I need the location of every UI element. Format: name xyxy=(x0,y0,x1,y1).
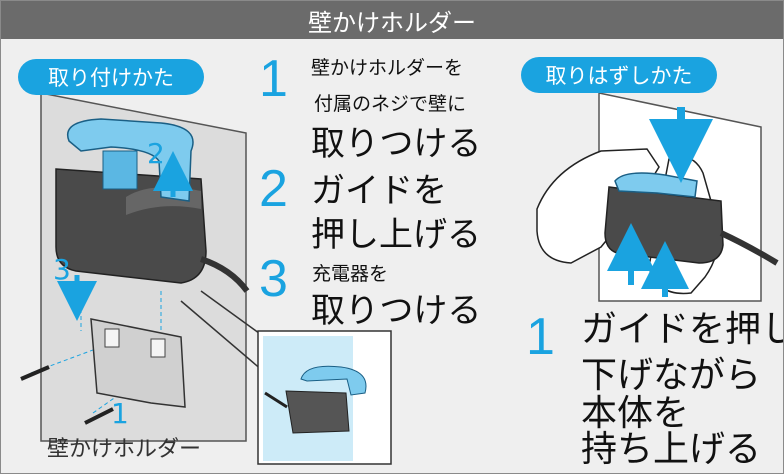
zoom-detail xyxy=(257,330,392,465)
step-1-line-3: 取りつける xyxy=(311,124,482,164)
screw xyxy=(84,407,114,425)
figure-caption: 壁かけホルダー xyxy=(47,437,202,462)
step-number: 2 xyxy=(259,160,288,218)
step-2-line-2: 押し上げる xyxy=(311,215,481,255)
step-3-line-1: 充電器を xyxy=(312,263,389,285)
remove-line-2: 下げながら xyxy=(581,355,762,396)
step-1-line-1: 壁かけホルダーを xyxy=(311,57,464,79)
page-title: 壁かけホルダー xyxy=(1,1,783,39)
remove-line-1: ガイドを押し xyxy=(581,309,784,350)
charger-body xyxy=(604,186,724,264)
cord xyxy=(200,256,250,293)
remove-illustration xyxy=(536,92,779,302)
install-illustration xyxy=(20,92,264,442)
screw xyxy=(20,365,50,381)
remove-heading: 取りはずしかた xyxy=(521,57,717,93)
figure-label: 2 xyxy=(147,137,165,170)
step-number: 1 xyxy=(526,308,555,366)
cord xyxy=(719,230,779,266)
remove-line-3: 本体を xyxy=(581,393,690,434)
step-3-line-2: 取りつける xyxy=(311,291,482,331)
step-1-line-2: 付属のネジで壁に xyxy=(314,93,467,115)
install-heading: 取り付けかた xyxy=(18,59,204,95)
remove-line-4: 持ち上げる xyxy=(581,429,762,470)
step-number: 1 xyxy=(259,50,288,108)
step-2-line-1: ガイドを xyxy=(311,171,447,211)
guide-slot xyxy=(102,150,138,190)
step-number: 3 xyxy=(259,250,288,308)
figure-label: 3 xyxy=(53,253,71,286)
figure-label: 1 xyxy=(111,397,129,430)
